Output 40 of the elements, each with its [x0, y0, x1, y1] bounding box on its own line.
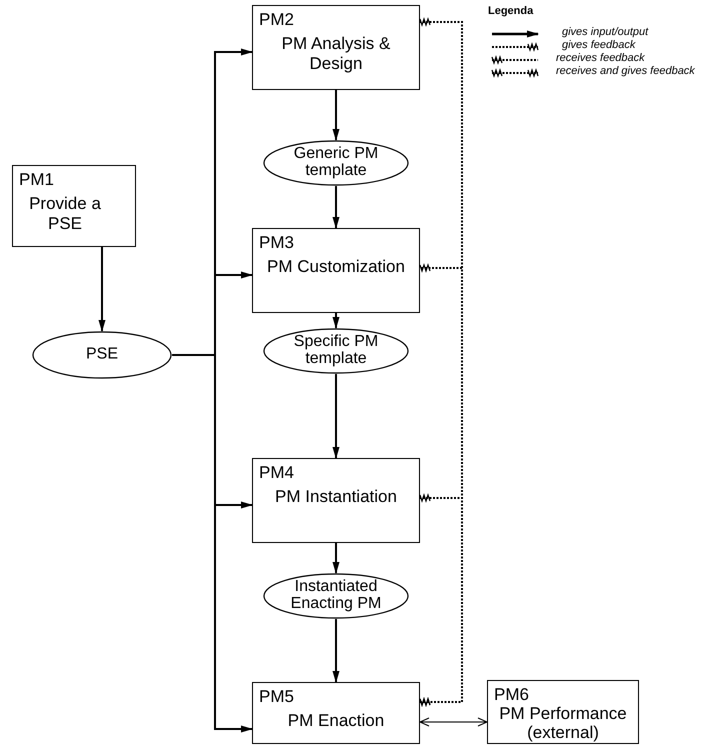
arrow [332, 90, 340, 141]
node-label: Provide a PSE [28, 194, 102, 234]
node-label: PM Analysis & Design [280, 34, 392, 74]
data-ellipse [263, 573, 409, 619]
node-label: PM Customization [266, 257, 406, 277]
node-id: PM3 [259, 233, 294, 253]
process-box [252, 228, 420, 313]
legend-label: receives and gives feedback [556, 65, 695, 77]
data-ellipse [263, 328, 409, 374]
arrow [332, 543, 340, 574]
process-box [252, 5, 420, 90]
arrow [332, 374, 340, 459]
arrow [332, 619, 340, 683]
process-box [12, 165, 136, 247]
feedback-connector [419, 494, 463, 706]
node-label: PM Instantiation [274, 487, 398, 507]
node-id: PM6 [494, 685, 529, 705]
arrow [420, 718, 488, 726]
data-ellipse [263, 140, 409, 186]
node-label: Generic PM template [292, 146, 380, 180]
node-label: Instantiated Enacting PM [290, 579, 382, 613]
arrow [332, 186, 340, 229]
process-box [252, 682, 420, 744]
process-box [252, 458, 420, 543]
legend-label: gives feedback [562, 39, 636, 51]
process-box [487, 680, 639, 744]
node-id: PM2 [259, 10, 294, 30]
data-ellipse [32, 331, 172, 379]
node-label: PM Performance (external) [498, 705, 628, 742]
legend-label: gives input/output [562, 26, 648, 38]
node-id: PM1 [19, 170, 54, 190]
node-label: PSE [84, 346, 119, 364]
node-label: PM Enaction [286, 711, 386, 731]
arrow [332, 313, 340, 329]
node-id: PM4 [259, 463, 294, 483]
legend-label: receives feedback [556, 52, 645, 64]
arrow [98, 247, 106, 332]
node-label: Specific PM template [292, 334, 380, 368]
legend-title: Legenda [488, 5, 534, 17]
node-id: PM5 [259, 687, 294, 707]
